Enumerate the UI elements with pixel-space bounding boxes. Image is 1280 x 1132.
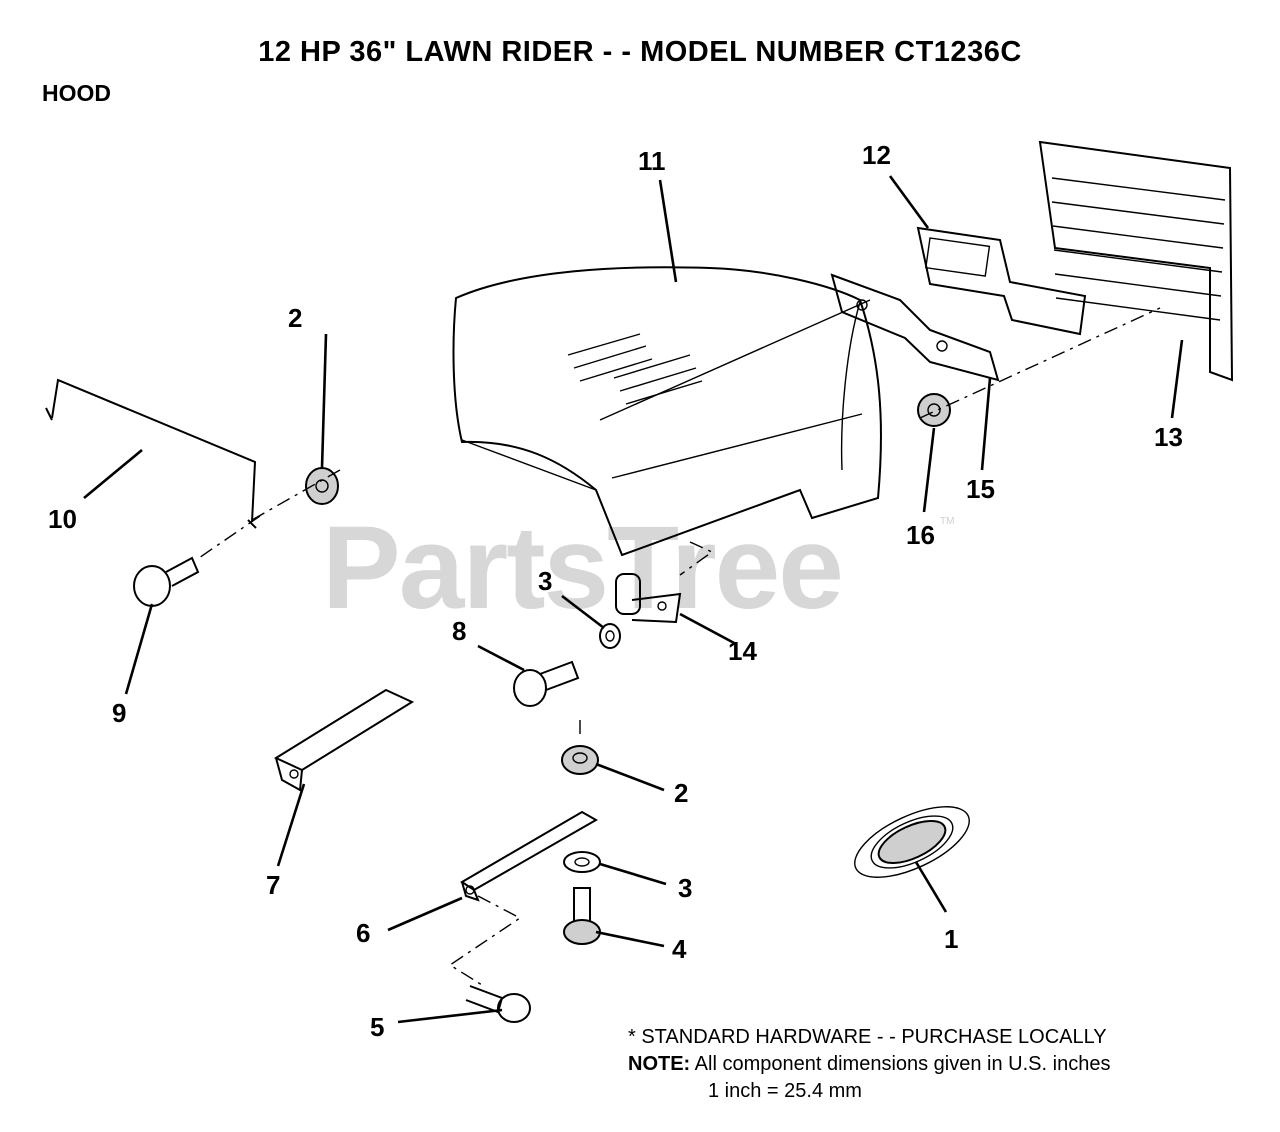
- hood-vents: [567, 333, 703, 405]
- callout-15: 15: [966, 474, 995, 504]
- callout-3-lower: 3: [678, 873, 692, 903]
- part-bracket-7: [273, 688, 415, 792]
- callout-9: 9: [112, 698, 126, 728]
- callout-12: 12: [862, 140, 891, 170]
- part-nut-lower: [561, 745, 599, 775]
- part-bracket-6: [460, 810, 599, 902]
- callout-7: 7: [266, 870, 280, 900]
- callout-8: 8: [452, 616, 466, 646]
- part-washer-upper: [599, 623, 621, 649]
- callout-6: 6: [356, 918, 370, 948]
- part-spring: [854, 806, 970, 878]
- part-hinge-bracket: [615, 573, 682, 624]
- part-shoulder-bolt-9: [133, 556, 200, 607]
- callout-labels: 1 2 2 3 3 4 5 6 7 8 9 10 11 12 13 14 15 …: [48, 140, 1183, 1042]
- notes-block: * STANDARD HARDWARE - - PURCHASE LOCALLY…: [628, 1024, 1110, 1105]
- part-lower-bracket: [830, 273, 1000, 382]
- note-label: NOTE:: [628, 1053, 691, 1075]
- leader-lines: [83, 175, 1184, 1024]
- part-bolt-5: [465, 985, 531, 1023]
- part-bolt-4: [563, 887, 601, 945]
- callout-16: 16: [906, 520, 935, 550]
- callout-2-upper: 2: [288, 303, 302, 333]
- conversion-note: 1 inch = 25.4 mm: [708, 1080, 862, 1102]
- callout-3-upper: 3: [538, 566, 552, 596]
- diagram-title: 12 HP 36" LAWN RIDER - - MODEL NUMBER CT…: [258, 36, 1022, 68]
- assembly-lines: [195, 307, 1161, 986]
- note-text: All component dimensions given in U.S. i…: [694, 1053, 1111, 1075]
- part-hood-rod: [45, 378, 257, 529]
- callout-13: 13: [1154, 422, 1183, 452]
- callout-14: 14: [728, 636, 757, 666]
- callout-11: 11: [638, 146, 666, 176]
- callout-2-lower: 2: [674, 778, 688, 808]
- standard-hardware-note: * STANDARD HARDWARE - - PURCHASE LOCALLY: [628, 1026, 1107, 1048]
- part-grille-bracket: [916, 226, 1087, 336]
- callout-5: 5: [370, 1012, 384, 1042]
- callout-1: 1: [944, 924, 958, 954]
- part-nut-16: [917, 393, 951, 427]
- part-shoulder-bolt-8: [513, 660, 580, 707]
- part-washer-lower: [563, 851, 601, 873]
- dimension-note: NOTE: All component dimensions given in …: [628, 1051, 1110, 1078]
- section-label: HOOD: [42, 80, 111, 106]
- part-hood: [452, 266, 882, 557]
- watermark-trademark: TM: [940, 516, 955, 527]
- callout-4: 4: [672, 934, 687, 964]
- part-grille: [1038, 140, 1234, 382]
- callout-10: 10: [48, 504, 77, 534]
